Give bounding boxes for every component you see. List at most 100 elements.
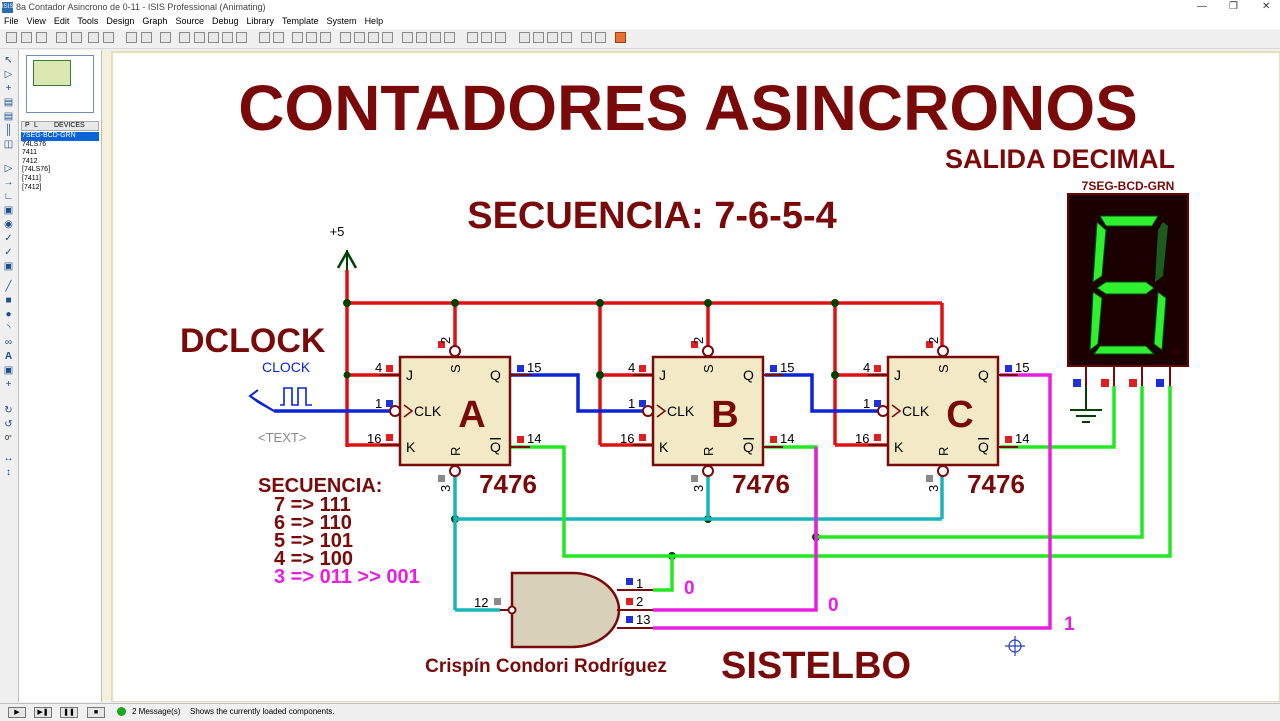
message-count[interactable]: 2 Message(s) (132, 707, 181, 716)
close-icon[interactable]: ✕ (1262, 1, 1271, 12)
grid-icon[interactable] (141, 32, 152, 43)
property-tool-icon[interactable] (495, 32, 506, 43)
path-icon[interactable]: ∞ (4, 337, 13, 348)
overview-preview[interactable] (26, 55, 94, 113)
virtual-instrument-icon[interactable]: ▣ (3, 261, 14, 272)
rotate-cw-icon[interactable]: ↻ (4, 405, 13, 416)
origin-icon[interactable] (160, 32, 171, 43)
undo-icon[interactable] (259, 32, 270, 43)
vcc-terminal[interactable] (336, 249, 358, 270)
device-item[interactable]: 7SEG-BCD-GRN (21, 132, 99, 141)
block-copy-icon[interactable] (340, 32, 351, 43)
selection-mode-icon[interactable]: ↖ (4, 55, 13, 66)
import-icon[interactable] (56, 32, 67, 43)
play-button[interactable]: ▶ (8, 707, 26, 718)
clock-generator[interactable] (248, 387, 312, 412)
new-sheet-icon[interactable] (519, 32, 530, 43)
wire-autorouter-icon[interactable] (467, 32, 478, 43)
marker-icon[interactable]: + (5, 379, 12, 390)
device-item[interactable]: 7411 (22, 149, 38, 157)
exit-parent-icon[interactable] (547, 32, 558, 43)
search-tag-icon[interactable] (481, 32, 492, 43)
menu-view[interactable]: View (26, 16, 46, 26)
menu-library[interactable]: Library (246, 16, 275, 26)
junction-dot-icon[interactable]: + (5, 83, 12, 94)
wire-label-icon[interactable]: ▤ (3, 97, 14, 108)
block-rotate-icon[interactable] (368, 32, 379, 43)
current-probe-icon[interactable]: ✓ (4, 247, 13, 258)
stop-button[interactable]: ■ (87, 707, 105, 718)
make-device-icon[interactable] (416, 32, 427, 43)
device-item[interactable]: 74LS76 (22, 140, 47, 148)
export-icon[interactable] (71, 32, 82, 43)
refresh-icon[interactable] (126, 32, 137, 43)
subcircuit-icon[interactable]: ◫ (3, 139, 14, 150)
block-move-icon[interactable] (354, 32, 365, 43)
print-icon[interactable] (88, 32, 99, 43)
pan-icon[interactable] (179, 32, 190, 43)
block-delete-icon[interactable] (382, 32, 393, 43)
device-item[interactable]: 7412 (22, 157, 38, 165)
schematic-canvas[interactable]: CONTADORES ASINCRONOS SALIDA DECIMAL SEC… (102, 50, 1280, 702)
menu-template[interactable]: Template (282, 16, 319, 26)
menu-system[interactable]: System (326, 16, 357, 26)
menu-edit[interactable]: Edit (53, 16, 70, 26)
device-pin-icon[interactable]: → (3, 177, 14, 188)
text-icon[interactable]: A (4, 351, 13, 362)
menu-debug[interactable]: Debug (211, 16, 239, 26)
zoom-in-icon[interactable] (194, 32, 205, 43)
symbol-icon[interactable]: ▣ (3, 365, 14, 376)
remove-sheet-icon[interactable] (533, 32, 544, 43)
terminal-icon[interactable]: ▷ (4, 163, 13, 174)
netlist-icon[interactable] (595, 32, 606, 43)
component-mode-icon[interactable]: ▷ (4, 69, 13, 80)
menu-graph[interactable]: Graph (142, 16, 168, 26)
save-file-icon[interactable] (36, 32, 47, 43)
cut-icon[interactable] (292, 32, 303, 43)
menu-help[interactable]: Help (364, 16, 384, 26)
mirror-y-icon[interactable]: ↕ (6, 467, 11, 478)
voltage-probe-icon[interactable]: ✓ (4, 233, 13, 244)
text-script-icon[interactable]: ▤ (3, 111, 14, 122)
menu-tools[interactable]: Tools (77, 16, 99, 26)
electrical-check-icon[interactable] (581, 32, 592, 43)
redo-icon[interactable] (273, 32, 284, 43)
box-icon[interactable]: ■ (5, 295, 12, 306)
seven-segment-display[interactable] (1067, 193, 1189, 387)
mirror-x-icon[interactable]: ↔ (3, 453, 14, 464)
zoom-all-icon[interactable] (222, 32, 233, 43)
library-manager-tab[interactable]: L (34, 122, 38, 129)
bus-icon[interactable]: ║ (4, 125, 13, 136)
zoom-out-icon[interactable] (208, 32, 219, 43)
line-icon[interactable]: ╱ (5, 281, 12, 292)
menu-source[interactable]: Source (175, 16, 204, 26)
minimize-icon[interactable]: — (1197, 1, 1207, 12)
zoom-area-icon[interactable] (236, 32, 247, 43)
bill-of-materials-icon[interactable] (561, 32, 572, 43)
new-file-icon[interactable] (6, 32, 17, 43)
device-item[interactable]: [7411] (22, 174, 41, 182)
pick-devices-tab[interactable]: P (25, 122, 30, 129)
device-item[interactable]: [7412] (22, 183, 42, 191)
angle-field[interactable]: 0° (5, 435, 12, 442)
open-file-icon[interactable] (21, 32, 32, 43)
step-button[interactable]: ▶❚ (34, 707, 52, 718)
and-gate-7411[interactable] (494, 571, 653, 649)
pause-button[interactable]: ❚❚ (60, 707, 78, 718)
packaging-icon[interactable] (430, 32, 441, 43)
ares-icon[interactable] (615, 32, 626, 43)
pick-device-icon[interactable] (402, 32, 413, 43)
tape-recorder-icon[interactable]: ▣ (3, 205, 14, 216)
menu-file[interactable]: File (4, 16, 19, 26)
circle-icon[interactable]: ● (5, 309, 12, 320)
copy-icon[interactable] (306, 32, 317, 43)
restore-icon[interactable]: ❐ (1229, 1, 1238, 12)
device-item[interactable]: [74LS76] (22, 166, 51, 174)
graph-icon[interactable]: ∟ (3, 191, 14, 202)
generator-icon[interactable]: ◉ (4, 219, 13, 230)
decompose-icon[interactable] (444, 32, 455, 43)
menu-design[interactable]: Design (106, 16, 135, 26)
